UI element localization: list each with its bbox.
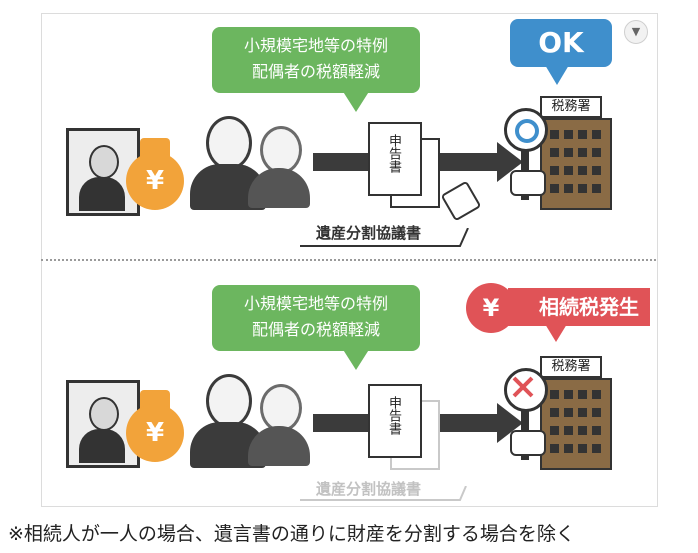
bubble-tail xyxy=(342,348,370,370)
deceased-portrait-icon xyxy=(66,128,140,216)
agreement-bracket xyxy=(300,228,469,247)
panel-divider xyxy=(41,259,656,261)
tax-office-label: 税務署 xyxy=(540,96,602,118)
agreement-label: 遺産分割協議書 xyxy=(316,224,422,242)
agreement-label: 遺産分割協議書 xyxy=(316,480,422,498)
bubble-line-1: 小規模宅地等の特例 xyxy=(243,294,388,313)
hand-icon xyxy=(510,430,546,456)
bubble-line-1: 小規模宅地等の特例 xyxy=(243,36,388,55)
agreement-bracket xyxy=(300,486,467,501)
document-label: 申告書 xyxy=(386,134,401,173)
yen-coin-icon: ¥ xyxy=(126,404,184,462)
ok-bubble: OK xyxy=(510,19,612,67)
bubble-tail xyxy=(342,90,370,112)
chevron-down-icon[interactable]: ▼ xyxy=(624,20,648,44)
ok-bubble-tail xyxy=(545,65,569,85)
tax-return-document: 申告書 xyxy=(368,122,422,196)
tax-office-building-icon xyxy=(540,378,612,470)
tax-office-label: 税務署 xyxy=(540,356,602,378)
tax-badge-tail xyxy=(545,324,567,342)
tax-office-building-icon xyxy=(540,118,612,210)
document-label: 申告書 xyxy=(386,396,401,435)
approval-circle-icon xyxy=(504,108,548,152)
special-rules-bubble: 小規模宅地等の特例 配偶者の税額軽減 xyxy=(212,285,420,351)
special-rules-bubble: 小規模宅地等の特例 配偶者の税額軽減 xyxy=(212,27,420,93)
footnote: ※相続人が一人の場合、遺言書の通りに財産を分割する場合を除く xyxy=(8,523,575,545)
inheritance-tax-badge: 相続税発生 xyxy=(508,288,650,326)
rejection-cross-icon xyxy=(504,368,548,412)
yen-coin-icon: ¥ xyxy=(466,283,516,333)
yen-coin-icon: ¥ xyxy=(126,152,184,210)
bubble-line-2: 配偶者の税額軽減 xyxy=(251,320,380,339)
tax-return-document: 申告書 xyxy=(368,384,422,458)
bubble-line-2: 配偶者の税額軽減 xyxy=(251,62,380,81)
hand-icon xyxy=(510,170,546,196)
